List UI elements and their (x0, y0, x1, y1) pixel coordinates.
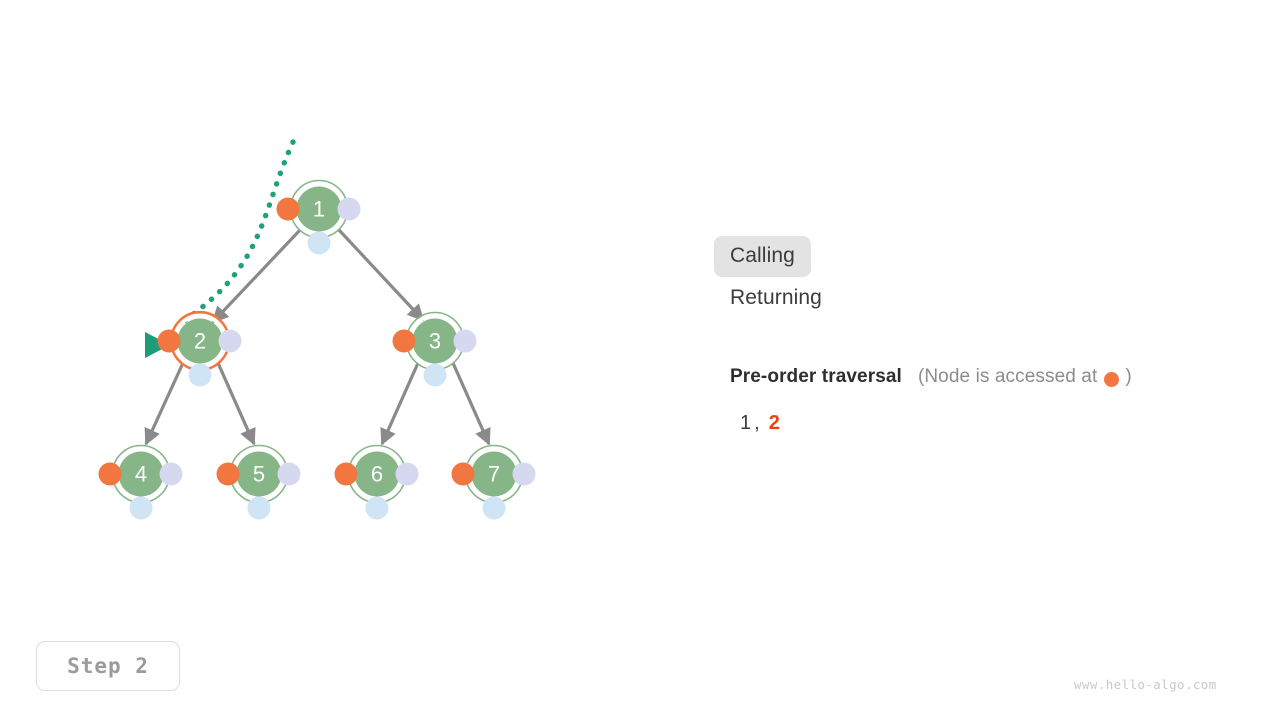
edge-2-5 (216, 362, 256, 446)
node-bottom-dot-icon (365, 496, 389, 520)
node-body (296, 186, 342, 232)
state-returning-label[interactable]: Returning (730, 286, 822, 309)
node-body (177, 318, 223, 364)
node-value: 7 (488, 462, 500, 487)
node-bottom-dot-icon (307, 231, 331, 255)
node-bottom-dot-icon (188, 363, 212, 387)
edge-1-2 (211, 228, 302, 324)
node-value: 5 (253, 462, 265, 487)
node-right-dot-icon (337, 197, 361, 221)
node-bottom-dot-icon (482, 496, 506, 520)
node-value: 6 (371, 462, 383, 487)
node-access-dot-icon (276, 197, 300, 221)
node-value: 3 (429, 329, 441, 354)
traversal-note-prefix: (Node is accessed at (917, 366, 1098, 387)
tree-node-2[interactable]: 2 (157, 310, 242, 387)
node-access-dot-icon (216, 462, 240, 486)
tree-node-1[interactable]: 1 (276, 179, 361, 255)
node-value: 4 (135, 462, 147, 487)
state-calling-row: Calling (714, 236, 1254, 277)
node-bottom-dot-icon (247, 496, 271, 520)
node-access-dot-icon (334, 462, 358, 486)
edge-1-3 (337, 228, 425, 322)
node-right-dot-icon (277, 462, 301, 486)
tree-node-7[interactable]: 7 (451, 444, 536, 520)
node-right-dot-icon (395, 462, 419, 486)
tree-node-6[interactable]: 6 (334, 444, 419, 520)
edge-3-7 (451, 362, 491, 446)
node-body (471, 451, 517, 497)
tree-node-4[interactable]: 4 (98, 444, 183, 520)
tree-node-3[interactable]: 3 (392, 311, 477, 387)
traversal-title: Pre-order traversal (730, 366, 902, 387)
state-calling-label[interactable]: Calling (714, 236, 811, 277)
node-bottom-dot-icon (129, 496, 153, 520)
watermark: www.hello-algo.com (1074, 677, 1217, 692)
step-badge: Step 2 (36, 641, 180, 691)
edge-2-4 (144, 362, 185, 446)
node-value: 2 (194, 329, 206, 354)
recursion-arrowhead-icon (145, 332, 170, 358)
node-body (354, 451, 400, 497)
sequence-separator: , (754, 412, 761, 434)
access-dot-icon (1104, 371, 1120, 387)
tree-nodes: 1 2 3 4 5 6 7 (98, 179, 536, 520)
recursion-path-icon (159, 139, 296, 343)
node-right-dot-icon (453, 329, 477, 353)
traversal-note-suffix: ) (1125, 366, 1132, 387)
state-panel: Calling Returning (714, 236, 1254, 319)
node-access-dot-icon (451, 462, 475, 486)
node-right-dot-icon (159, 462, 183, 486)
node-right-dot-icon (218, 329, 242, 353)
node-body (412, 318, 458, 364)
state-returning-row: Returning (714, 277, 1254, 319)
tree-node-5[interactable]: 5 (216, 444, 301, 520)
tree-edges (144, 228, 491, 446)
traversal-header: Pre-order traversal (Node is accessed at… (730, 366, 1132, 388)
node-right-dot-icon (512, 462, 536, 486)
node-access-dot-icon (98, 462, 122, 486)
node-body (236, 451, 282, 497)
traversal-sequence: 1,2 (740, 412, 783, 435)
edge-3-6 (380, 362, 420, 446)
node-access-dot-icon (157, 329, 181, 353)
node-value: 1 (313, 197, 325, 222)
node-access-dot-icon (392, 329, 416, 353)
sequence-value-1: 1 (740, 412, 753, 434)
node-bottom-dot-icon (423, 363, 447, 387)
node-body (118, 451, 164, 497)
sequence-value-2: 2 (768, 412, 781, 434)
